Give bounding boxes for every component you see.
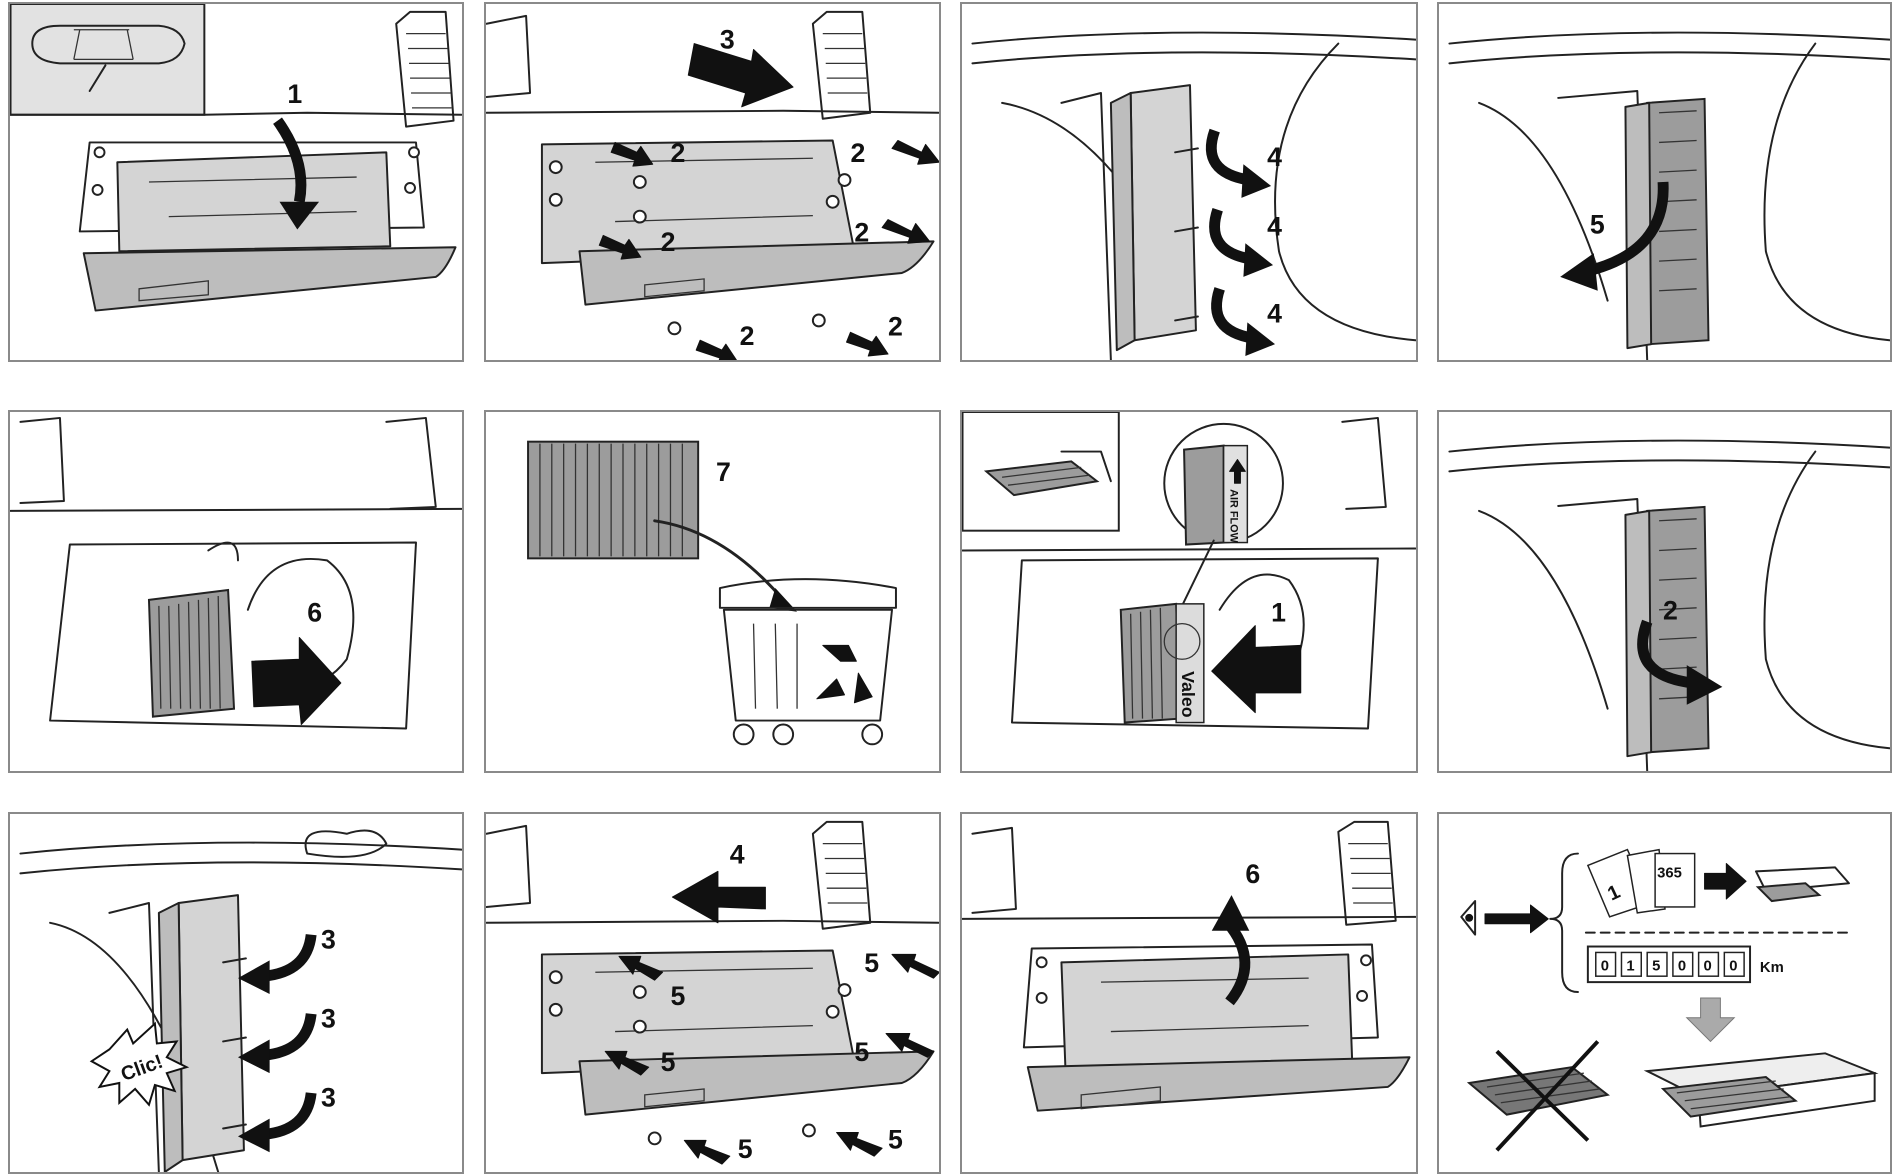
step-number: 4 (730, 839, 745, 869)
panel-step-open-glovebox: 1 (8, 2, 464, 362)
panel-maintenance-interval: 1 365 0 1 5 0 0 0 Km (1437, 812, 1892, 1174)
step-number: 2 (1663, 596, 1678, 626)
brand-label: Valeo (1178, 671, 1198, 718)
new-cabin-filter: Valeo (1121, 604, 1204, 723)
odometer-digit: 0 (1704, 958, 1712, 974)
panel-step-remove-screws: 3 2 2 2 2 2 2 (484, 2, 941, 362)
step-number: 2 (740, 321, 755, 351)
glovebox-close-illustration: 6 (962, 814, 1416, 1172)
step-number: 3 (720, 25, 735, 55)
airflow-label: AIR FLOW (1228, 489, 1240, 543)
clip-arrows (238, 935, 311, 1153)
step-number: 6 (307, 598, 322, 628)
pull-arrow (252, 637, 341, 724)
filter-cover (1111, 85, 1196, 350)
insert-arrow (1212, 626, 1301, 713)
odometer-digit: 1 (1626, 958, 1634, 974)
cover-refit-illustration: 2 (1439, 412, 1890, 771)
filter-element (1625, 99, 1708, 348)
panel-step-close-glovebox: 6 (960, 812, 1418, 1174)
step-number: 5 (1590, 209, 1605, 239)
calendar-icon: 1 365 (1588, 850, 1695, 917)
step-number: 2 (854, 217, 869, 247)
step-number: 5 (738, 1134, 753, 1164)
step-number: 5 (888, 1124, 903, 1154)
step-number: 5 (670, 981, 685, 1011)
step-number: 3 (321, 1083, 336, 1113)
calendar-day-end: 365 (1657, 865, 1682, 881)
eye-icon (1461, 901, 1475, 935)
panel-step-unclip-cover: 4 4 4 (960, 2, 1418, 362)
step-number: 5 (661, 1047, 676, 1077)
old-filter-crossed-icon (1469, 1041, 1607, 1150)
filter-tray-icon (1647, 1053, 1874, 1126)
step-number: 2 (850, 138, 865, 168)
odometer-unit: Km (1760, 960, 1784, 976)
step-number: 3 (321, 1004, 336, 1034)
odometer: 0 1 5 0 0 0 Km (1588, 947, 1784, 983)
airflow-callout: AIR FLOW (1164, 424, 1283, 610)
recycle-illustration: 7 (486, 412, 939, 771)
panel-step-clip-cover: Clic! 3 3 3 (8, 812, 464, 1174)
odometer-digit: 0 (1729, 958, 1737, 974)
arrow-to-filter (1705, 863, 1747, 899)
glovebox-refit-illustration: 4 5 5 5 5 5 5 (486, 814, 939, 1172)
odometer-digit: 0 (1678, 958, 1686, 974)
panel-step-remove-cover: 5 (1437, 2, 1892, 362)
filter-insert-illustration: AIR FLOW Valeo 1 (962, 412, 1416, 771)
new-filter-box-icon (1756, 867, 1849, 901)
cover-clip-illustration: Clic! 3 3 3 (10, 814, 462, 1172)
down-arrow-icon (1687, 998, 1734, 1042)
step-number: 7 (716, 457, 731, 487)
glovebox (542, 140, 934, 304)
panel-step-pull-filter: 6 (8, 410, 464, 773)
glovebox-screws-illustration: 3 2 2 2 2 2 2 (486, 4, 939, 360)
filter-cover-unclip-illustration: 4 4 4 (962, 4, 1416, 360)
filter-element (1625, 507, 1708, 756)
step-number: 5 (864, 948, 879, 978)
panel-step-dispose-filter: 7 (484, 410, 941, 773)
step-number: 1 (1271, 598, 1286, 628)
step-number: 3 (321, 924, 336, 954)
step-number: 2 (661, 227, 676, 257)
cover-remove-illustration: 5 (1439, 4, 1890, 360)
arrow-to-bracket (1485, 905, 1548, 933)
step-number: 2 (888, 311, 903, 341)
odometer-digit: 0 (1601, 958, 1609, 974)
step-number: 4 (1267, 142, 1282, 172)
step-number: 6 (1245, 859, 1260, 889)
old-filter (528, 442, 698, 559)
step-number: 2 (670, 138, 685, 168)
panel-step-insert-new-filter: AIR FLOW Valeo 1 (960, 410, 1418, 773)
step-number: 4 (1267, 211, 1282, 241)
panel-step-refit-glovebox: 4 5 5 5 5 5 5 (484, 812, 941, 1174)
odometer-digit: 5 (1652, 958, 1660, 974)
step-number: 4 (1267, 298, 1282, 328)
filter-pull-illustration: 6 (10, 412, 462, 771)
cabin-filter (149, 590, 234, 717)
unclip-arrows (1211, 131, 1275, 356)
maintenance-interval-illustration: 1 365 0 1 5 0 0 0 Km (1439, 814, 1890, 1172)
glovebox (84, 152, 456, 310)
glovebox (1028, 954, 1410, 1110)
filter-cover (159, 895, 244, 1172)
step-number: 5 (854, 1037, 869, 1067)
glovebox-open-illustration: 1 (10, 4, 462, 360)
step-number: 1 (287, 79, 302, 109)
panel-step-refit-cover: 2 (1437, 410, 1892, 773)
recycle-bin-icon (720, 579, 896, 744)
